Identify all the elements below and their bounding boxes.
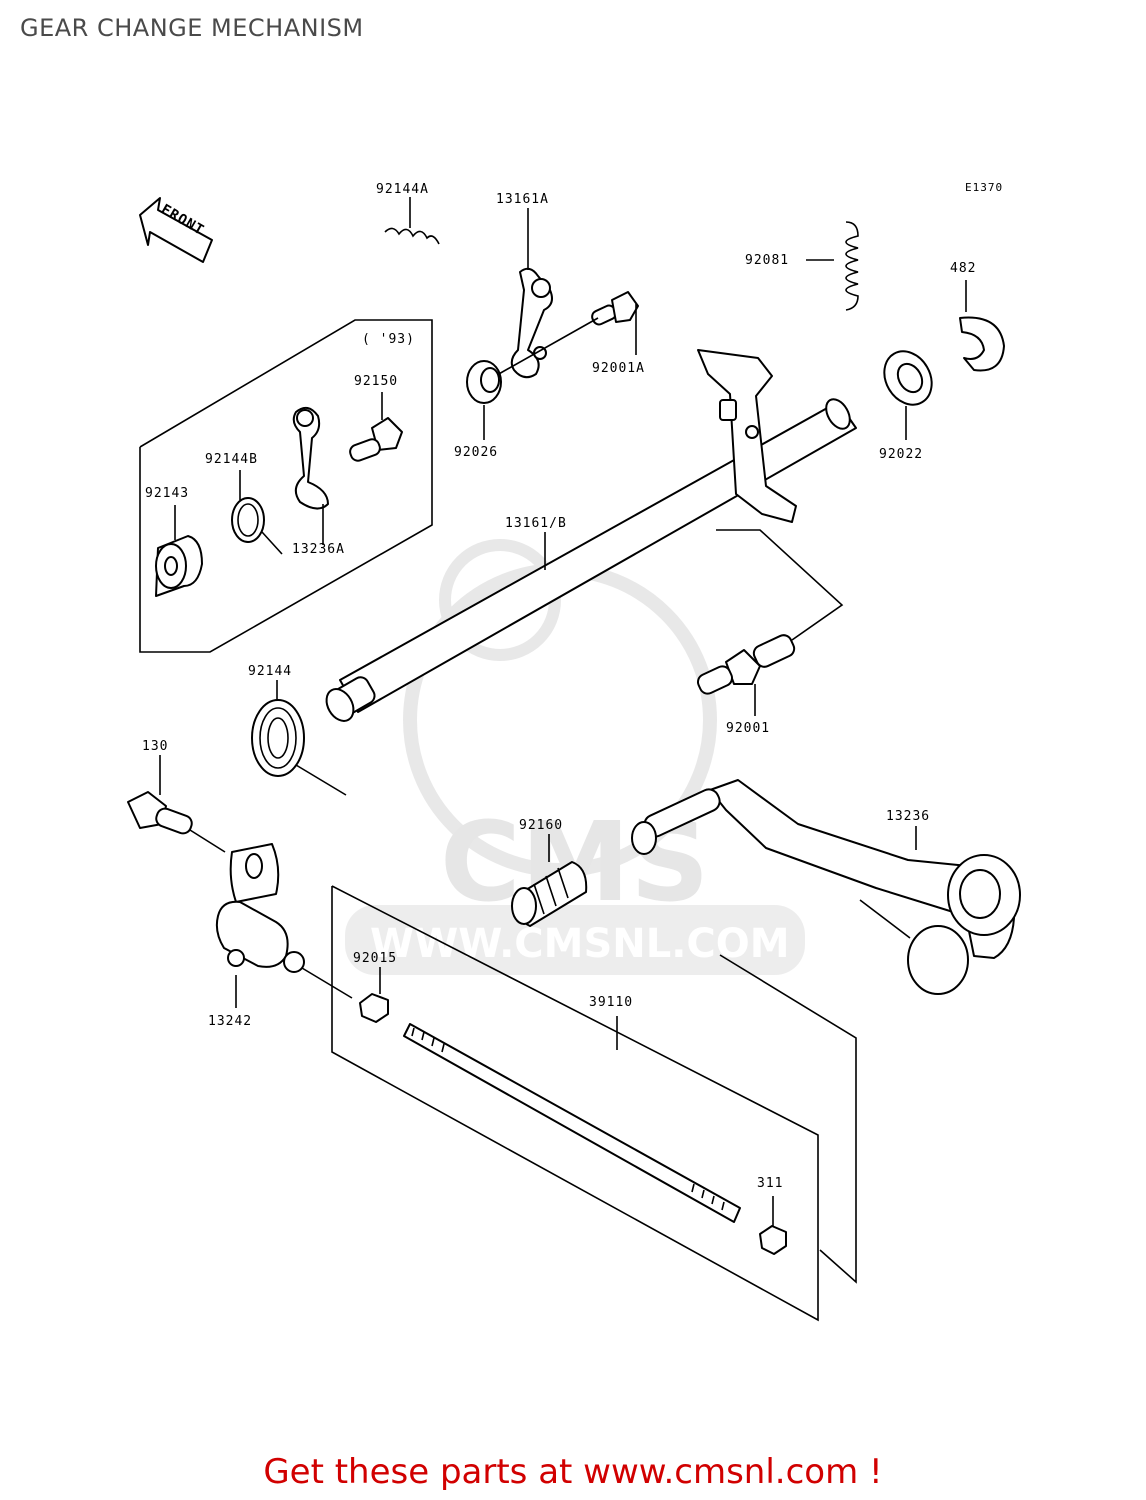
label-13161A: 13161A [496,192,549,207]
arm-13161A [510,208,553,379]
spring-92144 [251,680,347,796]
label-92144A: 92144A [376,182,429,197]
clip-482 [959,280,1005,372]
label-92143: 92143 [145,486,189,501]
spring-92144A [384,197,440,245]
label-92144: 92144 [248,664,292,679]
pedal-13236 [631,779,1021,995]
label-13161B: 13161/B [505,516,567,531]
watermark-url: WWW.CMSNL.COM [370,921,790,967]
label-92150: 92150 [354,374,398,389]
label-13236: 13236 [886,809,930,824]
label-39110: 39110 [589,995,633,1010]
nut-311 [759,1196,787,1255]
label-92001A: 92001A [592,361,645,376]
label-482: 482 [950,261,976,276]
label-311: 311 [757,1176,783,1191]
washer-92022 [883,350,933,440]
spring-92081 [806,221,859,311]
label-92081: 92081 [745,253,789,268]
bolt-130 [127,755,226,853]
rubber-92160 [511,834,588,927]
rod-box [331,885,857,1322]
watermark: CMS WWW.CMSNL.COM [345,539,805,975]
label-92144B: 92144B [205,452,258,467]
label-13236A: 13236A [292,542,345,557]
inset-label: ( '93) [362,332,415,347]
label-92015: 92015 [353,951,397,966]
nut-92015 [359,967,389,1023]
shaft-13161B [325,349,857,722]
spring-92144B [231,470,283,555]
bolt-92150 [349,392,403,462]
label-92001: 92001 [726,721,770,736]
label-92026: 92026 [454,445,498,460]
inset-box: ( '93) [139,319,433,653]
bolt-92001 [696,634,796,716]
footer-link[interactable]: Get these parts at www.cmsnl.com ! [263,1452,883,1492]
front-arrow-icon: FRONT [139,197,213,263]
page-title: GEAR CHANGE MECHANISM [20,14,364,42]
bolt-92001A [496,291,639,376]
collar-92143 [155,505,203,597]
label-13242: 13242 [208,1014,252,1029]
diagram-code: E1370 [965,181,1003,194]
lever-13236A [292,406,329,545]
washer-92026 [466,360,502,440]
lever-13242 [215,843,353,1008]
label-92160: 92160 [519,818,563,833]
label-92022: 92022 [879,447,923,462]
label-130: 130 [142,739,168,754]
rod-39110 [403,1016,741,1223]
